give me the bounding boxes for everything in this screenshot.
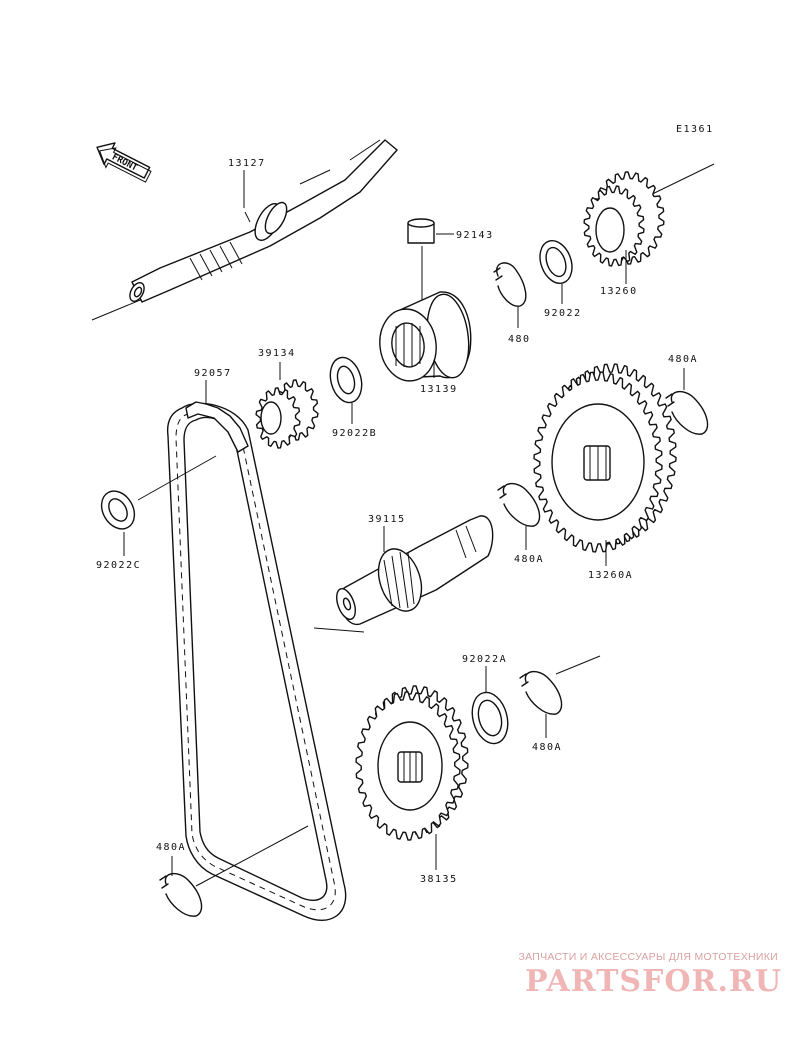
label-92057: 92057 <box>194 368 232 379</box>
label-480A-low: 480A <box>532 742 562 753</box>
label-480A-top: 480A <box>668 354 698 365</box>
label-38135: 38135 <box>420 874 458 885</box>
shaft-39115: 39115 <box>313 514 494 633</box>
circlip-480A-mid: 480A <box>497 483 544 565</box>
watermark-tagline: ЗАПЧАСТИ И АКСЕССУАРЫ ДЛЯ МОТОТЕХНИКИ <box>518 951 778 963</box>
washer-92022B: 92022B <box>329 356 377 439</box>
label-92022C: 92022C <box>96 560 141 571</box>
sprocket-39134: 39134 <box>255 348 319 449</box>
label-480A-bottom: 480A <box>156 842 186 853</box>
label-13260: 13260 <box>600 286 638 297</box>
label-480A-mid: 480A <box>514 554 544 565</box>
label-92022B: 92022B <box>332 428 377 439</box>
bushing-92143: 92143 <box>407 218 494 300</box>
gear-13260A: 13260A <box>533 363 677 581</box>
label-39134: 39134 <box>258 348 296 359</box>
chain-92057: 92057 <box>137 368 347 921</box>
diagram-code: E1361 <box>676 124 714 135</box>
front-arrow-icon: FRONT <box>96 142 152 183</box>
label-13127: 13127 <box>228 158 266 169</box>
watermark-logo: PARTSFOR.RU <box>525 964 782 999</box>
label-92022A: 92022A <box>462 654 507 665</box>
circlip-480A-bottom: 480A <box>156 842 203 917</box>
washer-92022: 92022 <box>539 239 582 319</box>
circlip-480A-low: 480A <box>519 671 563 753</box>
shaft-13127: 13127 <box>91 139 398 321</box>
label-13139: 13139 <box>420 384 458 395</box>
circlip-480A-top: 480A <box>665 354 709 435</box>
sprocket-38135: 38135 <box>355 685 469 885</box>
gear-13260: 13260 <box>583 163 715 297</box>
label-92022: 92022 <box>544 308 582 319</box>
label-92143: 92143 <box>456 230 494 241</box>
label-13260A: 13260A <box>588 570 633 581</box>
washer-92022A: 92022A <box>462 654 601 745</box>
label-39115: 39115 <box>368 514 406 525</box>
washer-92022C: 92022C <box>96 490 141 571</box>
sleeve-13139: 13139 <box>379 291 472 395</box>
label-480: 480 <box>508 334 531 345</box>
circlip-480: 480 <box>493 262 531 345</box>
